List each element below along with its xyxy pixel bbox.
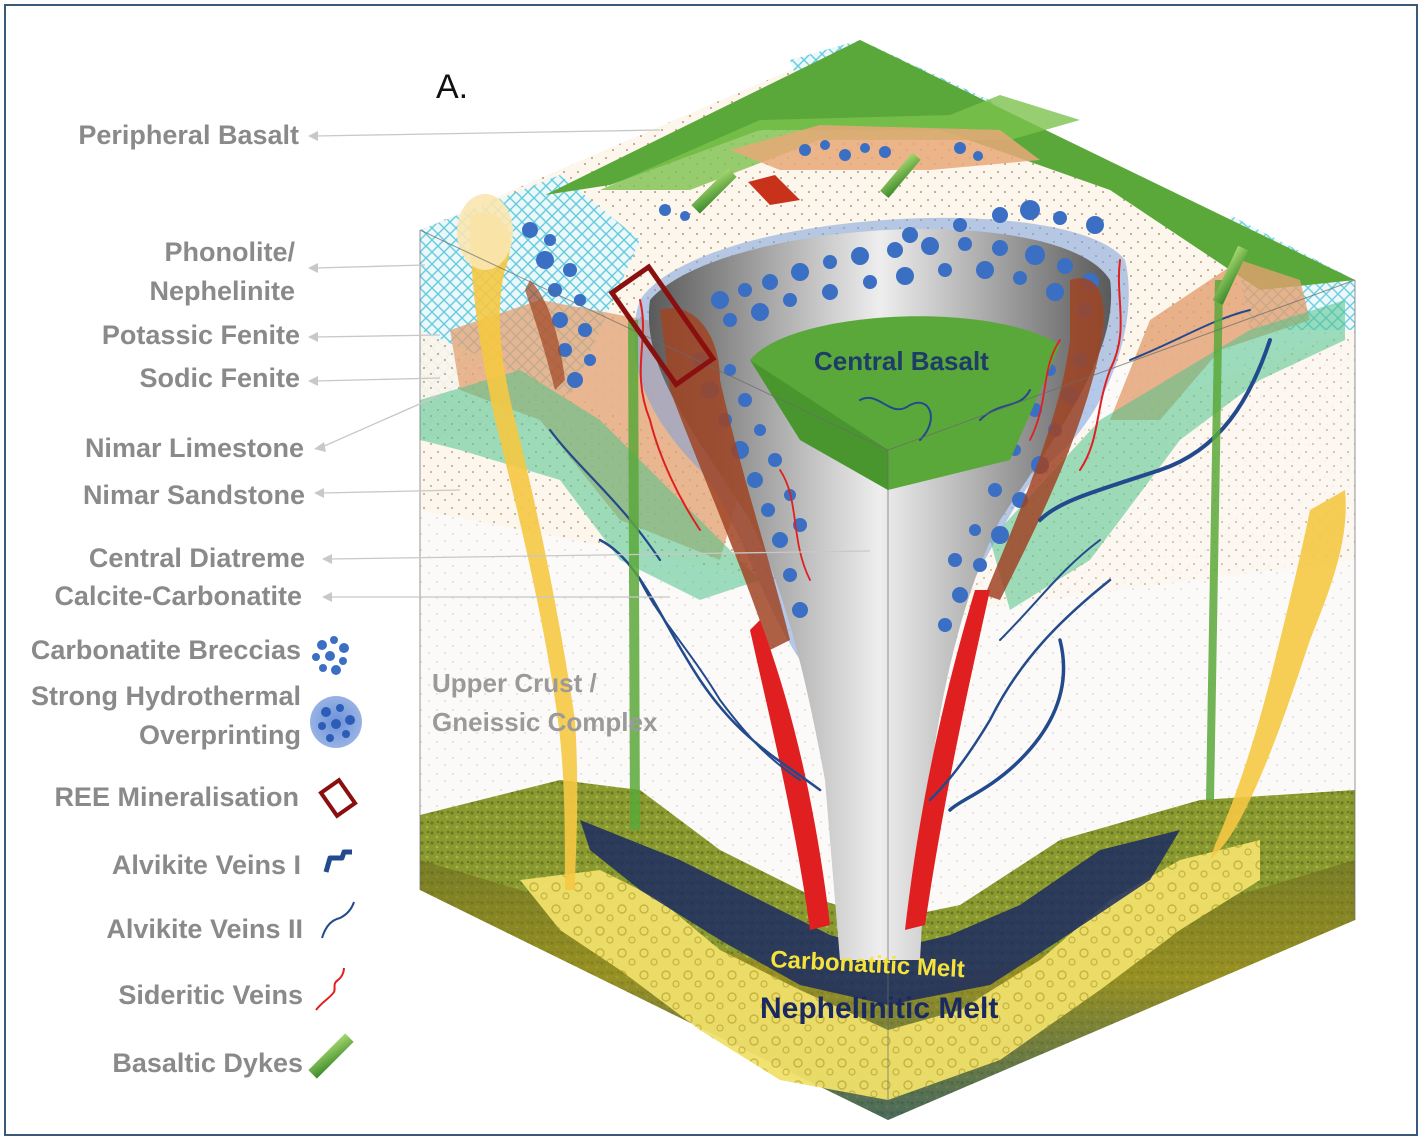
breccias-symbol	[312, 636, 349, 675]
label-hydrothermal-1: Strong Hydrothermal	[31, 681, 301, 711]
label-hydrothermal-2: Overprinting	[139, 720, 301, 750]
label-sideritic-veins: Sideritic Veins	[118, 980, 303, 1010]
legend-symbols	[308, 636, 362, 1079]
carbonatite-red-right	[905, 590, 990, 930]
carbonatite-red-left	[750, 620, 830, 930]
calcite-carbonatite-right	[985, 278, 1104, 600]
calcite-carbonatite-left	[660, 308, 790, 650]
block-edges	[419, 229, 1356, 1120]
ree-symbol	[318, 777, 358, 819]
label-alvikite-veins-1: Alvikite Veins I	[112, 850, 301, 880]
panel-label: A.	[436, 68, 468, 106]
diatreme-structure	[522, 140, 1129, 961]
dykes	[457, 152, 1346, 891]
label-phonolite-2: Nephelinite	[149, 276, 295, 306]
label-nimar-sandstone: Nimar Sandstone	[83, 480, 305, 510]
basaltic-dyke-symbol	[308, 1033, 354, 1079]
label-central-diatreme: Central Diatreme	[89, 543, 305, 573]
legend: Peripheral Basalt Phonolite/ Nephelinite…	[31, 120, 305, 1078]
nephelinitic-melt-chamber	[580, 820, 1180, 1005]
alvikite-1-symbol	[323, 849, 352, 873]
leader-arrowheads	[308, 131, 332, 602]
phonolite-dyke-right	[1210, 490, 1346, 860]
label-ree-mineralisation: REE Mineralisation	[54, 782, 299, 812]
red-fragment	[748, 175, 800, 205]
label-phonolite-1: Phonolite/	[165, 237, 296, 267]
ree-mineralisation-box	[608, 263, 717, 388]
upper-crust-label-1: Upper Crust /	[432, 668, 597, 698]
phonolite-dyke-left	[470, 212, 578, 891]
label-potassic-fenite: Potassic Fenite	[102, 320, 300, 350]
leader-lines	[314, 129, 871, 598]
veins	[548, 259, 1272, 812]
nephelinitic-melt-label: Nephelinitic Melt	[760, 992, 998, 1025]
alvikite-2-symbol	[321, 901, 355, 939]
label-calcite-carbonatite: Calcite-Carbonatite	[54, 581, 302, 611]
sideritic-symbol	[315, 967, 345, 1011]
yellow-melt-band	[520, 840, 1260, 1100]
label-nimar-limestone: Nimar Limestone	[85, 433, 304, 463]
label-peripheral-basalt: Peripheral Basalt	[78, 120, 299, 150]
hydrothermal-symbol	[310, 696, 362, 748]
label-carbonatite-breccias: Carbonatite Breccias	[31, 635, 301, 665]
label-alvikite-veins-2: Alvikite Veins II	[106, 914, 303, 944]
central-basalt-label: Central Basalt	[814, 346, 989, 376]
upper-crust-label-2: Gneissic Complex	[432, 707, 658, 737]
label-sodic-fenite: Sodic Fenite	[139, 363, 300, 393]
potassic-fenite-right	[1110, 260, 1310, 420]
peripheral-basalt-layer	[545, 40, 1355, 290]
label-basaltic-dykes: Basaltic Dykes	[112, 1048, 303, 1078]
